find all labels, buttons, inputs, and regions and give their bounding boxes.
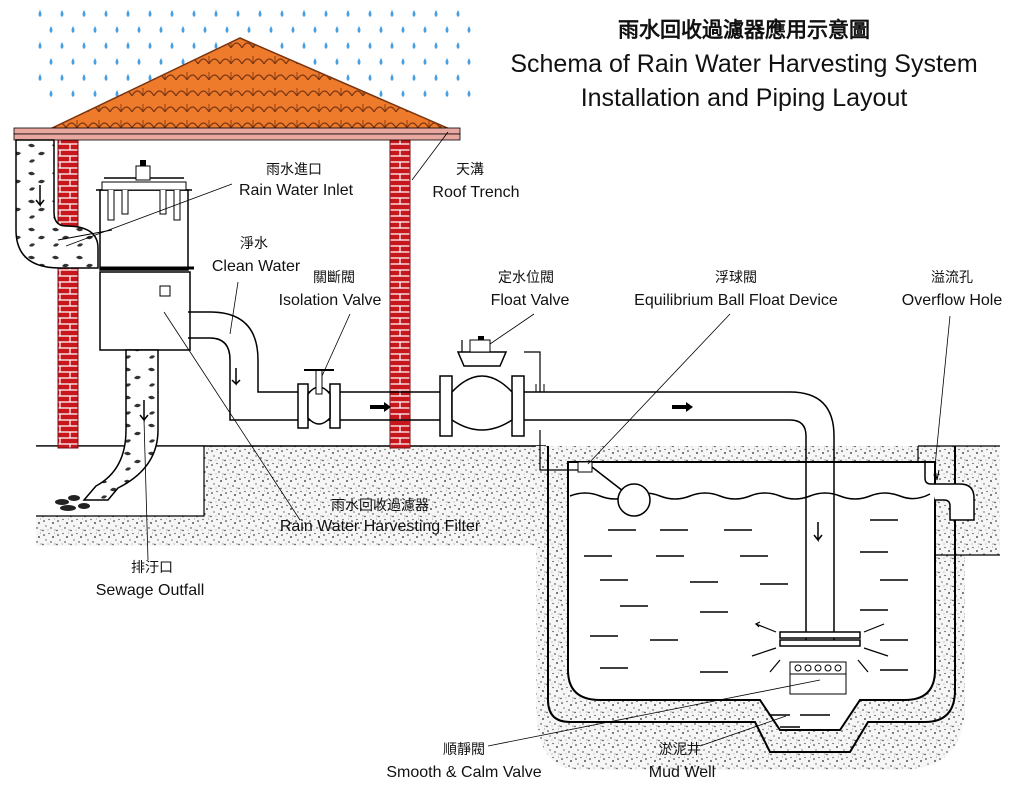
brick-pillar-right — [389, 137, 411, 449]
filter-label-en: Rain Water Harvesting Filter — [279, 518, 481, 535]
float-valve — [439, 336, 545, 437]
roof-trench-label-zh: 天溝 — [456, 162, 484, 178]
mud-well-label-zh: 淤泥井 — [659, 742, 701, 758]
rain-inlet-label-en: Rain Water Inlet — [238, 182, 354, 199]
roof — [13, 37, 461, 141]
ball-float-label-zh: 浮球閥 — [715, 270, 757, 286]
isolation-valve — [297, 369, 341, 429]
calm-valve — [751, 621, 889, 695]
isolation-valve-label-en: Isolation Valve — [278, 292, 382, 309]
sewage-outfall-label-en: Sewage Outfall — [95, 582, 205, 599]
clean-water-label-zh: 淨水 — [240, 236, 268, 252]
overflow-pipe — [924, 462, 975, 521]
isolation-valve-label-zh: 關斷閥 — [313, 270, 355, 286]
outlet-pipe — [524, 391, 835, 640]
roof-trench-label-en: Roof Trench — [432, 184, 520, 201]
calm-valve-label-zh: 順靜閥 — [443, 742, 485, 758]
float-valve-label-en: Float Valve — [490, 292, 570, 309]
title-chinese: 雨水回收過濾器應用示意圖 — [618, 18, 870, 42]
title-english-line1: Schema of Rain Water Harvesting System — [510, 50, 978, 78]
mud-well-label-en: Mud Well — [648, 764, 716, 781]
title-english-line2: Installation and Piping Layout — [580, 84, 908, 112]
overflow-hole-label-zh: 溢流孔 — [931, 270, 973, 286]
rain-inlet-label-zh: 雨水進口 — [266, 162, 322, 178]
float-valve-label-zh: 定水位閥 — [498, 270, 554, 286]
clean-water-pipe — [188, 311, 440, 421]
leader-lines — [65, 131, 951, 747]
clean-water-label-en: Clean Water — [211, 258, 301, 275]
filter-label-zh: 雨水回收過濾器 — [331, 498, 429, 514]
overflow-hole-label-en: Overflow Hole — [901, 292, 1003, 309]
ball-float-label-en: Equilibrium Ball Float Device — [634, 292, 838, 309]
harvesting-filter — [55, 160, 194, 511]
sewage-outfall-label-zh: 排汙口 — [131, 560, 173, 576]
calm-valve-label-en: Smooth & Calm Valve — [386, 764, 542, 781]
down-pipe — [15, 139, 99, 269]
brick-pillar-left — [57, 137, 79, 449]
